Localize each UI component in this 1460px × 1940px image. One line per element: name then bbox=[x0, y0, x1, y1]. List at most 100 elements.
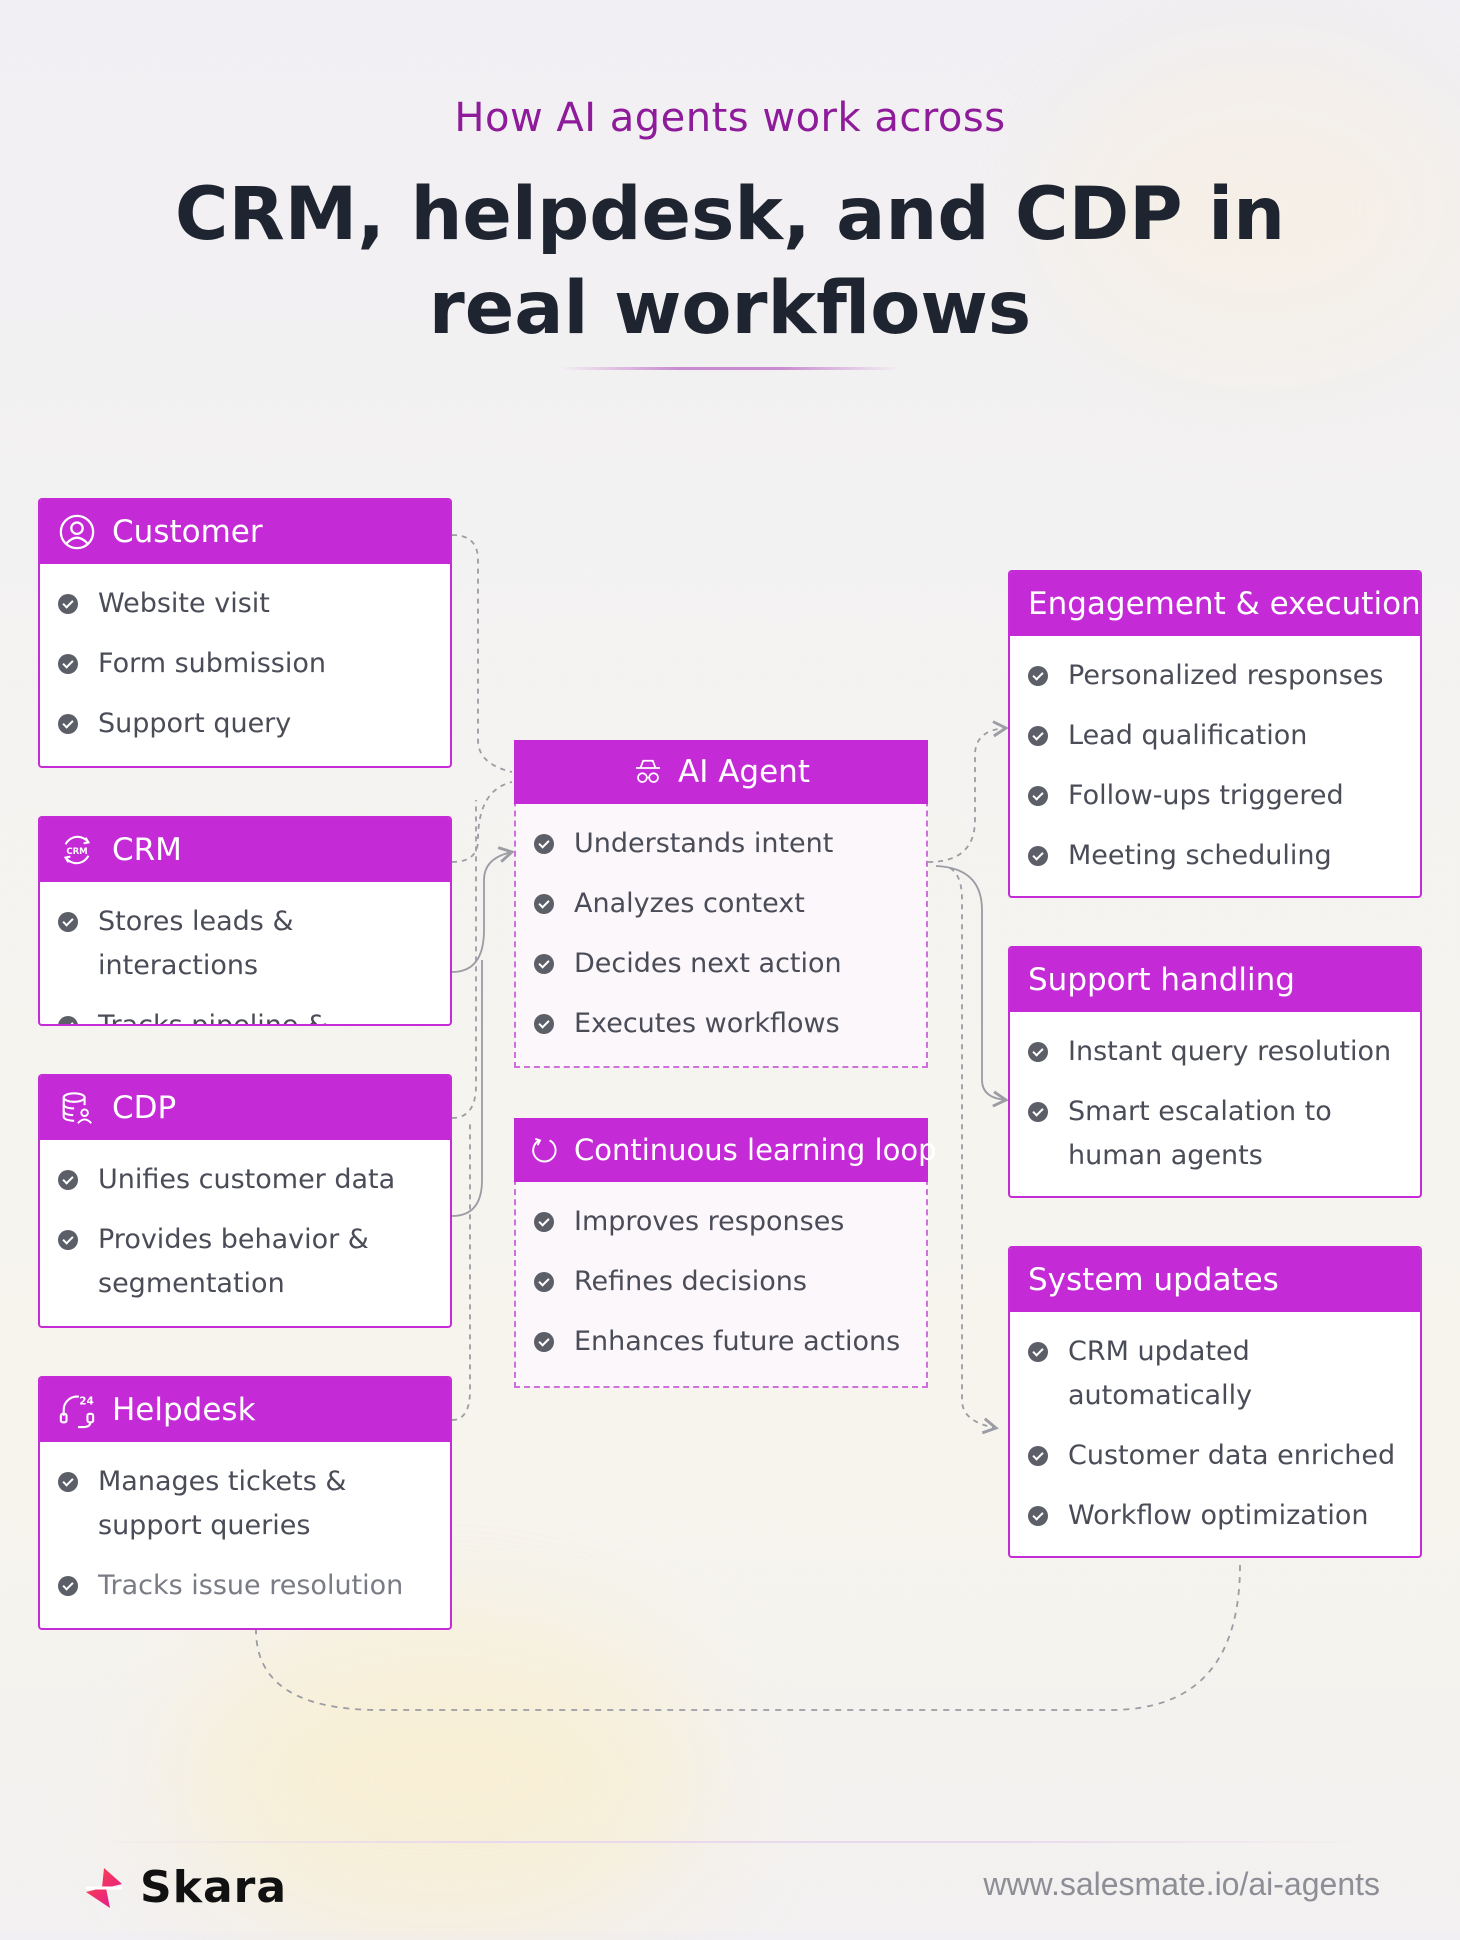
list-item: Tracks pipeline & activity bbox=[58, 996, 436, 1026]
list-item: Unifies customer data bbox=[58, 1150, 436, 1210]
card-header-support: Support handling bbox=[1010, 948, 1420, 1012]
list-item-label: Support query bbox=[98, 708, 292, 739]
connector-customer-agent bbox=[451, 534, 513, 773]
user-circle-icon bbox=[59, 514, 95, 550]
card-title: Support handling bbox=[1028, 962, 1295, 998]
list-item: Provides behavior & segmentation bbox=[58, 1210, 436, 1314]
list-item-label: Analyzes context bbox=[574, 888, 805, 919]
card-crm: CRM CRM Stores leads & interactions Trac… bbox=[38, 816, 452, 1026]
connector-feedback-loop bbox=[255, 1564, 1241, 1711]
check-icon bbox=[58, 1472, 78, 1492]
list-item-label: Personalized responses bbox=[1068, 660, 1384, 691]
card-title: CDP bbox=[112, 1090, 177, 1126]
crm-sync-icon: CRM bbox=[63, 835, 91, 865]
brand-logo[interactable]: Skara bbox=[80, 1862, 287, 1913]
card-engagement-execution: Engagement & execution Personalized resp… bbox=[1008, 570, 1422, 898]
list-item-label: Stores leads & interactions bbox=[98, 906, 294, 981]
list-item: Meeting scheduling bbox=[1028, 826, 1406, 886]
card-header-customer: Customer bbox=[40, 500, 450, 564]
list-item-label: Instant query resolution bbox=[1068, 1036, 1392, 1067]
refresh-loop-icon bbox=[532, 1137, 557, 1163]
list-item-label: Follow-ups triggered bbox=[1068, 780, 1344, 811]
list-item-label: Smart escalation to human agents bbox=[1068, 1096, 1332, 1171]
page-title: CRM, helpdesk, and CDP in real workflows bbox=[174, 172, 1286, 351]
check-icon bbox=[534, 894, 554, 914]
card-header-learning-loop: Continuous learning loop bbox=[514, 1118, 937, 1182]
list-item: Support query bbox=[58, 694, 436, 754]
card-header-helpdesk: 24 Helpdesk bbox=[40, 1378, 450, 1442]
connector-cdp-agent bbox=[451, 800, 477, 1119]
list-item: Analyzes context bbox=[534, 874, 912, 934]
check-icon bbox=[1028, 1506, 1048, 1526]
check-icon bbox=[1028, 1042, 1048, 1062]
helpdesk-icon-text: 24 bbox=[79, 1395, 94, 1407]
list-item-label: Manages tickets & support queries bbox=[98, 1466, 347, 1541]
list-item: Website visit bbox=[58, 574, 436, 634]
list-item-label: Website visit bbox=[98, 588, 270, 619]
connector-agent-updates bbox=[949, 867, 999, 1435]
check-icon bbox=[1028, 1342, 1048, 1362]
list-item: Stores leads & interactions bbox=[58, 892, 436, 996]
footer-url[interactable]: www.salesmate.io/ai-agents bbox=[983, 1866, 1380, 1902]
brand-name: Skara bbox=[140, 1862, 288, 1913]
connector-agent-support bbox=[935, 865, 1009, 1108]
list-item-label: Provides behavior & segmentation bbox=[98, 1224, 369, 1299]
card-helpdesk: 24 Helpdesk Manages tickets & support qu… bbox=[38, 1376, 452, 1630]
crm-icon-text: CRM bbox=[66, 847, 87, 857]
card-title: System updates bbox=[1028, 1262, 1279, 1298]
background-glow bbox=[180, 1620, 700, 1940]
check-icon bbox=[534, 954, 554, 974]
check-icon bbox=[58, 1576, 78, 1596]
card-ai-agent: AI Agent Understands intent Analyzes con… bbox=[514, 740, 928, 1068]
card-header-engagement: Engagement & execution bbox=[1010, 572, 1420, 636]
list-item: Workflow optimization bbox=[1028, 1486, 1406, 1546]
list-item: Understands intent bbox=[534, 814, 912, 874]
card-support-handling: Support handling Instant query resolutio… bbox=[1008, 946, 1422, 1198]
check-icon bbox=[534, 1212, 554, 1232]
check-icon bbox=[58, 1230, 78, 1250]
card-system-updates: System updates CRM updated automatically… bbox=[1008, 1246, 1422, 1558]
list-item: Instant query resolution bbox=[1028, 1022, 1406, 1082]
check-icon bbox=[1028, 786, 1048, 806]
list-item: Refines decisions bbox=[534, 1252, 912, 1312]
check-icon bbox=[58, 714, 78, 734]
card-header-system-updates: System updates bbox=[1010, 1248, 1420, 1312]
list-item: Enhances future actions bbox=[534, 1312, 912, 1372]
card-customer: Customer Website visit Form submission S… bbox=[38, 498, 452, 768]
list-item-label: Decides next action bbox=[574, 948, 842, 979]
check-icon bbox=[534, 1272, 554, 1292]
card-title: Continuous learning loop bbox=[574, 1133, 937, 1167]
connector-crm-agent-solid bbox=[451, 846, 515, 973]
list-item-label: Tracks pipeline & activity bbox=[98, 1010, 329, 1026]
check-icon bbox=[1028, 1102, 1048, 1122]
list-item: Tracks issue resolution bbox=[58, 1556, 436, 1616]
list-item: Form submission bbox=[58, 634, 436, 694]
header-subtitle: How AI agents work across bbox=[454, 95, 1006, 141]
list-item: Smart escalation to human agents bbox=[1028, 1082, 1406, 1186]
list-item: Executes workflows bbox=[534, 994, 912, 1054]
check-icon bbox=[534, 834, 554, 854]
check-icon bbox=[58, 1170, 78, 1190]
list-item: Lead qualification bbox=[1028, 706, 1406, 766]
check-icon bbox=[534, 1332, 554, 1352]
title-divider bbox=[560, 367, 900, 370]
list-item-label: Customer data enriched bbox=[1068, 1440, 1396, 1471]
list-item-label: Executes workflows bbox=[574, 1008, 840, 1039]
list-item-label: Tracks issue resolution bbox=[98, 1570, 404, 1601]
check-icon bbox=[1028, 846, 1048, 866]
list-item-label: CRM updated automatically bbox=[1068, 1336, 1253, 1411]
robot-icon bbox=[636, 759, 661, 783]
card-title: CRM bbox=[112, 832, 182, 868]
list-item: CRM updated automatically bbox=[1028, 1322, 1406, 1426]
check-icon bbox=[1028, 1446, 1048, 1466]
list-item: Decides next action bbox=[534, 934, 912, 994]
list-item-label: Unifies customer data bbox=[98, 1164, 396, 1195]
connector-crm-agent bbox=[451, 781, 513, 863]
card-title: Engagement & execution bbox=[1028, 586, 1421, 622]
headset-24-icon: 24 bbox=[59, 1395, 95, 1429]
list-item-label: Understands intent bbox=[574, 828, 834, 859]
connector-cdp-agent-solid bbox=[451, 960, 483, 1217]
footer-divider bbox=[80, 1841, 1380, 1843]
list-item-label: Meeting scheduling bbox=[1068, 840, 1332, 871]
card-title: Customer bbox=[112, 514, 263, 550]
